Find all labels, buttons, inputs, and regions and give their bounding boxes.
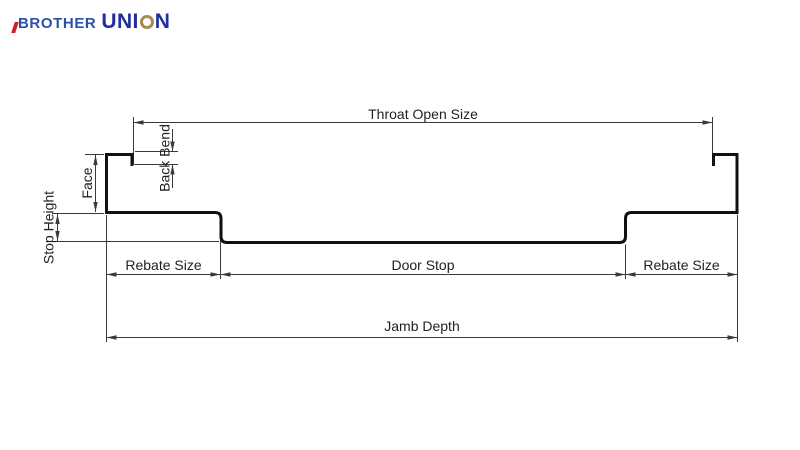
extension-lines <box>52 117 738 342</box>
throat-open-size-label: Throat Open Size <box>368 106 478 122</box>
dimension-lines <box>55 120 738 340</box>
dimension-labels: Throat Open Size Back Bend Face Stop Hei… <box>41 106 720 334</box>
stop-height-label: Stop Height <box>41 191 57 264</box>
door-stop-label: Door Stop <box>391 257 454 273</box>
brand-word-brother: BROTHER <box>18 15 97 32</box>
face-label: Face <box>79 167 95 198</box>
brand-logo: BROTHER UNI N <box>11 10 170 34</box>
globe-ring-icon <box>139 15 154 29</box>
jamb-depth-label: Jamb Depth <box>384 318 459 334</box>
back-bend-label: Back Bend <box>157 124 173 192</box>
rebate-size-right-label: Rebate Size <box>643 257 719 273</box>
jamb-profile-outline <box>105 153 739 244</box>
rebate-size-left-label: Rebate Size <box>125 257 201 273</box>
brand-union-suffix: N <box>154 10 171 33</box>
brand-word-union: UNI N <box>101 10 170 34</box>
brand-union-prefix: UNI <box>101 10 139 33</box>
